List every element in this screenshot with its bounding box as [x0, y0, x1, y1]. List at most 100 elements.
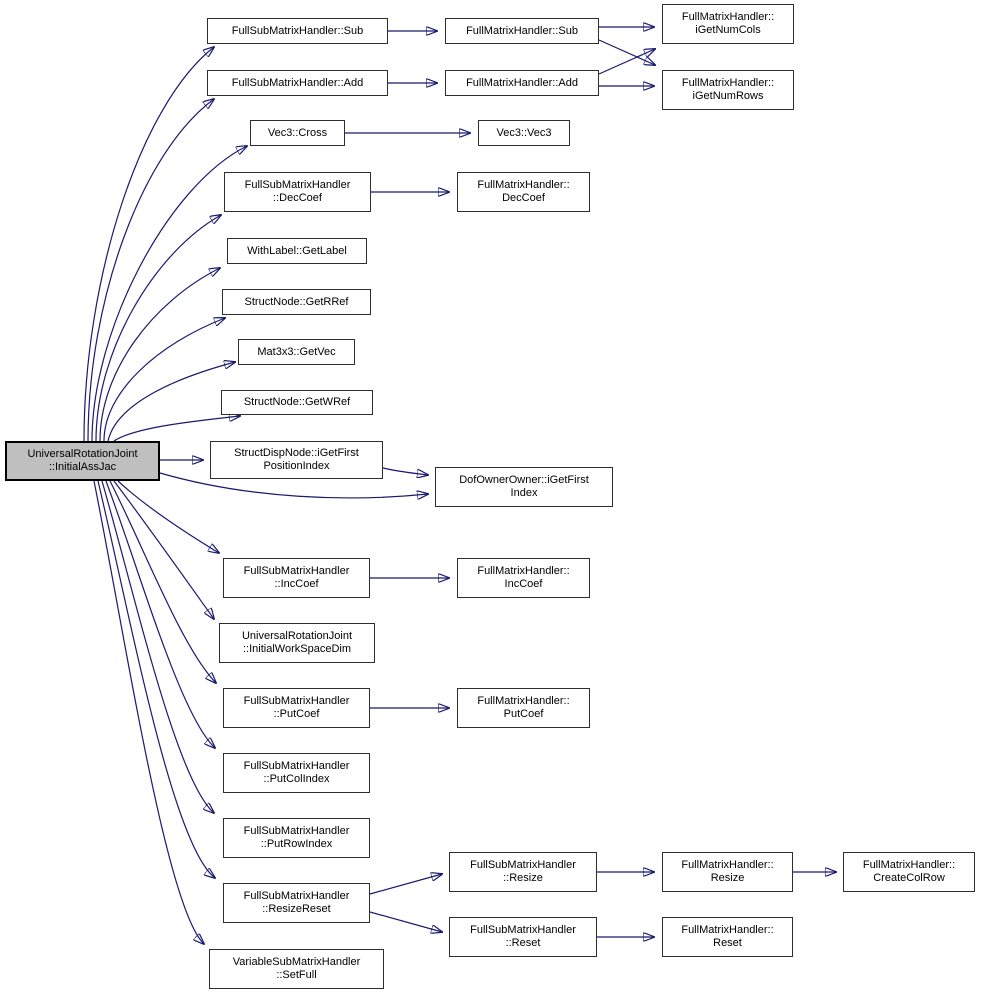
edge-root-to-fullsub-inccoef: [117, 480, 219, 553]
edge-root-to-structnode-getwref: [113, 416, 240, 442]
node-fullsubmatrixhandler-add[interactable]: FullSubMatrixHandler::Add: [207, 70, 388, 96]
node-label: StructNode::GetRRef: [244, 295, 349, 308]
node-label: FullMatrixHandler::: [477, 179, 570, 191]
node-universalrotationjoint-initialworkspacedim[interactable]: UniversalRotationJoint ::InitialWorkSpac…: [219, 623, 375, 663]
node-fullmatrixhandler-sub[interactable]: FullMatrixHandler::Sub: [445, 18, 599, 44]
node-label: FullSubMatrixHandler::Sub: [231, 24, 364, 37]
node-label: UniversalRotationJoint: [27, 448, 138, 460]
node-label: FullMatrixHandler::: [862, 859, 956, 871]
node-label: IncCoef: [504, 578, 543, 590]
node-label: FullSubMatrixHandler: [244, 179, 351, 191]
edge-root-to-dofownerowner-igetfirstindex: [159, 472, 428, 498]
edge-root-to-structnode-getrref: [103, 318, 225, 442]
edge-root-to-fullsub-add: [87, 99, 214, 442]
node-fullmatrixhandler-add[interactable]: FullMatrixHandler::Add: [445, 70, 599, 96]
node-fullmatrixhandler-createcolrow[interactable]: FullMatrixHandler:: CreateColRow: [843, 852, 975, 892]
edge-root-to-fullsub-resizereset: [97, 480, 215, 878]
node-fullsubmatrixhandler-putcoef[interactable]: FullSubMatrixHandler ::PutCoef: [223, 688, 370, 728]
node-fullmatrixhandler-reset[interactable]: FullMatrixHandler:: Reset: [662, 917, 793, 957]
node-label: Index: [510, 487, 538, 499]
edge-root-to-initialworkspacedim: [113, 480, 214, 619]
node-label: ::InitialWorkSpaceDim: [243, 643, 351, 655]
node-label: PositionIndex: [263, 460, 330, 472]
node-fullmatrixhandler-resize[interactable]: FullMatrixHandler:: Resize: [662, 852, 793, 892]
node-label: ::DecCoef: [273, 192, 322, 204]
node-universalrotationjoint-initialassjac: UniversalRotationJoint ::InitialAssJac: [5, 441, 160, 481]
edge-root-to-fullsub-putcoef: [109, 480, 216, 683]
node-fullsubmatrixhandler-inccoef[interactable]: FullSubMatrixHandler ::IncCoef: [223, 558, 370, 598]
node-label: FullSubMatrixHandler: [243, 825, 350, 837]
node-variablesubmatrixhandler-setfull[interactable]: VariableSubMatrixHandler ::SetFull: [209, 949, 384, 989]
node-label: iGetNumRows: [692, 90, 764, 102]
edge-structdispnode-to-dofownerowner: [382, 467, 428, 475]
node-label: FullMatrixHandler::: [681, 924, 774, 936]
node-structdispnode-igetfirstpositionindex[interactable]: StructDispNode::iGetFirst PositionIndex: [210, 441, 383, 479]
node-label: FullSubMatrixHandler: [243, 565, 350, 577]
node-withlabel-getlabel[interactable]: WithLabel::GetLabel: [227, 238, 367, 264]
node-label: FullSubMatrixHandler: [243, 890, 350, 902]
edge-root-to-fullsub-deccoef: [95, 215, 221, 442]
node-label: Reset: [713, 937, 742, 949]
node-label: DecCoef: [502, 192, 545, 204]
node-label: FullMatrixHandler::: [681, 77, 775, 89]
edge-fullmat-add-to-igetnumcols: [598, 49, 655, 75]
node-label: FullSubMatrixHandler::Add: [231, 76, 364, 89]
node-mat3x3-getvec[interactable]: Mat3x3::GetVec: [238, 339, 355, 365]
node-label: UniversalRotationJoint: [241, 630, 353, 642]
edge-root-to-vec3-cross: [91, 146, 247, 442]
node-label: FullSubMatrixHandler: [470, 924, 576, 936]
node-fullmatrixhandler-igetnumrows[interactable]: FullMatrixHandler:: iGetNumRows: [662, 70, 794, 110]
node-dofownerowner-igetfirstindex[interactable]: DofOwnerOwner::iGetFirst Index: [435, 467, 613, 507]
node-label: Vec3::Vec3: [496, 126, 552, 139]
node-fullsubmatrixhandler-resize[interactable]: FullSubMatrixHandler ::Resize: [449, 852, 597, 892]
node-label: FullMatrixHandler::: [681, 859, 774, 871]
node-label: FullMatrixHandler::Add: [466, 76, 578, 89]
node-vec3-cross[interactable]: Vec3::Cross: [250, 120, 345, 146]
node-label: ::InitialAssJac: [48, 461, 117, 473]
node-fullsubmatrixhandler-deccoef[interactable]: FullSubMatrixHandler ::DecCoef: [224, 172, 371, 212]
node-structnode-getwref[interactable]: StructNode::GetWRef: [221, 390, 373, 415]
node-vec3-vec3[interactable]: Vec3::Vec3: [478, 120, 570, 146]
edge-root-to-mat3x3-getvec: [107, 362, 235, 442]
node-label: StructDispNode::iGetFirst: [234, 447, 359, 459]
node-label: ::PutColIndex: [263, 773, 330, 785]
node-fullmatrixhandler-deccoef[interactable]: FullMatrixHandler:: DecCoef: [457, 172, 590, 212]
node-label: FullMatrixHandler::: [477, 565, 570, 577]
node-label: ::PutCoef: [273, 708, 320, 720]
edge-root-to-variablesub-setfull: [93, 480, 204, 944]
node-fullsubmatrixhandler-sub[interactable]: FullSubMatrixHandler::Sub: [207, 18, 388, 44]
node-label: ::Resize: [503, 872, 543, 884]
node-label: iGetNumCols: [695, 24, 761, 36]
node-label: Mat3x3::GetVec: [257, 345, 336, 358]
node-fullsubmatrixhandler-reset[interactable]: FullSubMatrixHandler ::Reset: [449, 917, 597, 957]
node-label: ::SetFull: [276, 969, 317, 981]
node-fullmatrixhandler-putcoef[interactable]: FullMatrixHandler:: PutCoef: [457, 688, 590, 728]
node-label: FullSubMatrixHandler: [243, 695, 350, 707]
node-label: FullSubMatrixHandler: [470, 859, 576, 871]
edge-resizereset-to-fullsub-reset: [369, 911, 442, 932]
node-label: FullMatrixHandler::: [681, 11, 775, 23]
node-label: FullMatrixHandler::: [477, 695, 570, 707]
node-label: StructNode::GetWRef: [243, 396, 351, 408]
edge-root-to-fullsub-putrowindex: [101, 480, 214, 813]
node-fullsubmatrixhandler-putrowindex[interactable]: FullSubMatrixHandler ::PutRowIndex: [223, 818, 370, 858]
node-label: ::IncCoef: [274, 578, 319, 590]
node-label: DofOwnerOwner::iGetFirst: [459, 474, 589, 486]
node-label: VariableSubMatrixHandler: [232, 956, 361, 968]
node-label: CreateColRow: [873, 872, 945, 884]
node-label: WithLabel::GetLabel: [247, 244, 347, 257]
node-fullsubmatrixhandler-putcolindex[interactable]: FullSubMatrixHandler ::PutColIndex: [223, 753, 370, 793]
node-fullmatrixhandler-inccoef[interactable]: FullMatrixHandler:: IncCoef: [457, 558, 590, 598]
edge-root-to-withlabel-getlabel: [99, 268, 220, 442]
node-label: Vec3::Cross: [267, 126, 328, 139]
edge-root-to-fullsub-putcolindex: [105, 480, 215, 748]
edge-resizereset-to-fullsub-resize: [369, 874, 442, 895]
node-label: ::Reset: [505, 937, 541, 949]
node-label: Resize: [710, 872, 745, 884]
edge-fullmat-sub-to-igetnumrows: [598, 39, 655, 65]
node-structnode-getrref[interactable]: StructNode::GetRRef: [222, 289, 371, 315]
node-fullmatrixhandler-igetnumcols[interactable]: FullMatrixHandler:: iGetNumCols: [662, 4, 794, 44]
node-label: PutCoef: [503, 708, 544, 720]
node-fullsubmatrixhandler-resizereset[interactable]: FullSubMatrixHandler ::ResizeReset: [223, 883, 370, 923]
